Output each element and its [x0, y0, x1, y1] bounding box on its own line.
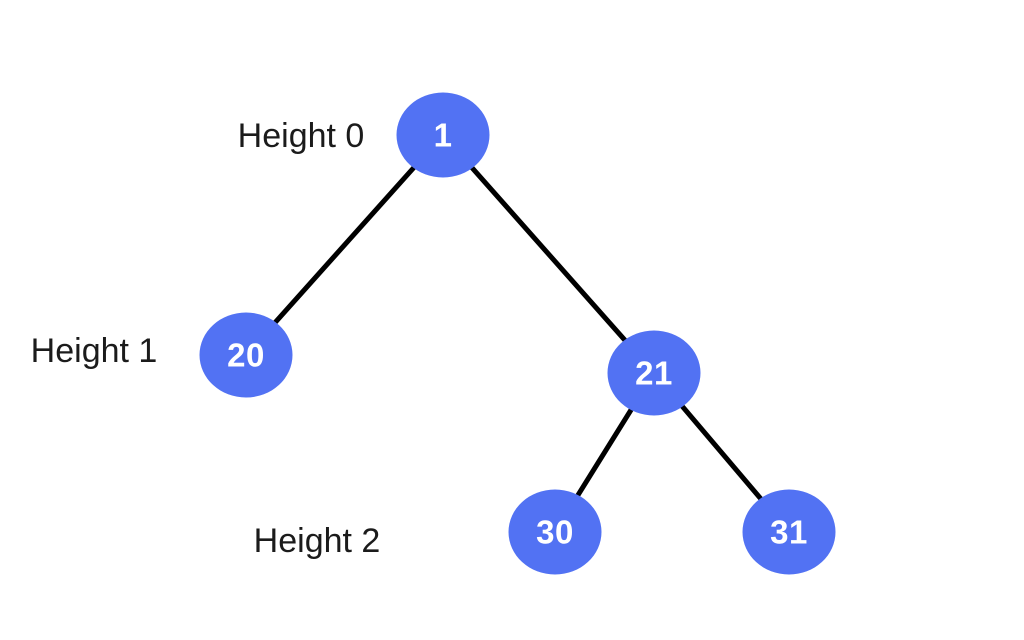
tree-node-1-value: 1	[433, 116, 453, 154]
height-2-label: Height 2	[253, 522, 381, 560]
tree-node-21-value: 21	[635, 354, 673, 392]
edge-1-20	[243, 132, 446, 358]
edge-1-21	[440, 132, 657, 376]
tree-node-30: 30	[508, 489, 602, 575]
height-1-label: Height 1	[30, 332, 158, 370]
tree-node-20-value: 20	[227, 336, 265, 374]
tree-node-31: 31	[742, 489, 836, 575]
tree-node-21: 21	[607, 330, 701, 416]
tree-node-30-value: 30	[536, 513, 574, 551]
height-0-label: Height 0	[237, 117, 365, 155]
tree-node-1: 1	[396, 92, 490, 178]
tree-node-31-value: 31	[770, 513, 808, 551]
tree-node-20: 20	[199, 312, 293, 398]
